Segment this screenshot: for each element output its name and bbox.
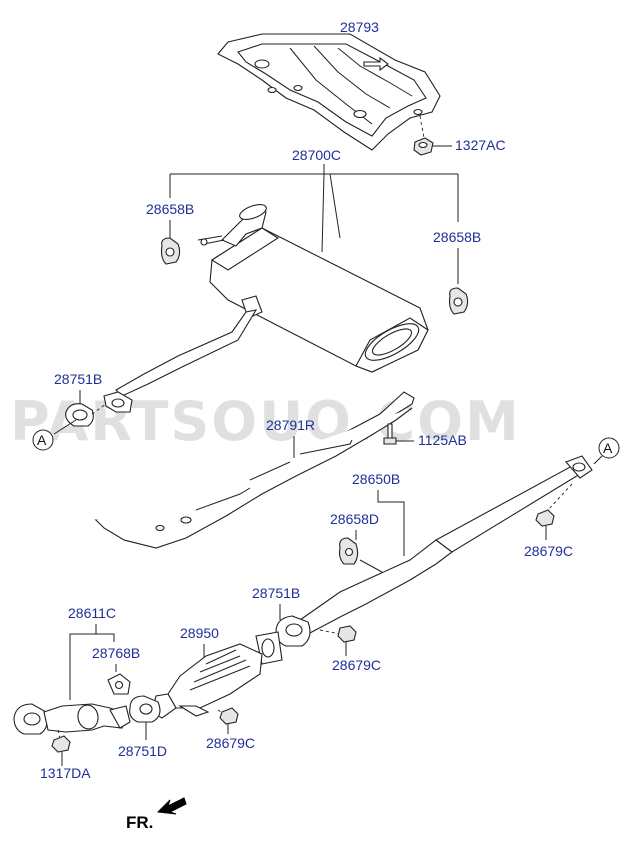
label-heat-protector: 28793 (340, 19, 379, 35)
label-hanger-right: 28658B (433, 229, 481, 245)
label-converter: 28950 (180, 625, 219, 641)
front-nut-part (337, 625, 357, 643)
label-tunnel-bolt: 1125AB (418, 432, 467, 448)
front-gasket-b-part (107, 673, 131, 695)
orientation-label: FR. (126, 813, 153, 832)
ref-marker-a-left (32, 429, 54, 451)
label-front-pipe: 28611C (68, 605, 116, 621)
label-heat-protector-nut: 1327AC (455, 137, 506, 153)
tunnel-protector-part (94, 391, 415, 549)
label-center-nut: 28679C (524, 543, 573, 559)
front-stud-nut-part (51, 735, 71, 753)
label-tunnel-protector: 28791R (266, 417, 315, 433)
label-converter-nut: 28679C (206, 735, 255, 751)
center-nut-part (535, 509, 555, 527)
label-front-stud-nut: 1317DA (40, 765, 91, 781)
front-pipe-part (13, 703, 131, 735)
front-gasket-d-part (129, 695, 161, 723)
gasket-front-part (275, 615, 311, 647)
label-muffler-assy: 28700C (292, 147, 341, 163)
gasket-muffler-part (65, 403, 94, 427)
muffler-part (115, 204, 429, 397)
center-hanger-part (338, 537, 359, 565)
label-front-nut: 28679C (332, 657, 381, 673)
center-pipe-part (299, 455, 593, 635)
label-front-gasket-d: 28751D (118, 743, 167, 759)
ref-marker-a-right-text: A (603, 440, 613, 456)
ref-marker-a-left-text: A (37, 432, 47, 448)
label-center-hanger: 28658D (330, 511, 379, 527)
label-center-pipe: 28650B (352, 471, 400, 487)
tunnel-bolt-part (383, 423, 397, 445)
label-front-gasket-b: 28768B (92, 645, 140, 661)
converter-part (151, 631, 283, 719)
heat-protector-nut-part (413, 137, 434, 156)
converter-nut-part (219, 707, 239, 725)
watermark-text: PARTSOUQ.COM (10, 390, 521, 453)
label-gasket-muffler: 28751B (54, 371, 102, 387)
hanger-left-part (160, 237, 181, 265)
front-arrow-icon (156, 797, 187, 815)
heat-protector-part (217, 33, 441, 151)
label-hanger-left: 28658B (146, 201, 194, 217)
label-gasket-front: 28751B (252, 585, 300, 601)
ref-marker-a-right (598, 437, 620, 459)
hanger-right-part (448, 287, 469, 315)
